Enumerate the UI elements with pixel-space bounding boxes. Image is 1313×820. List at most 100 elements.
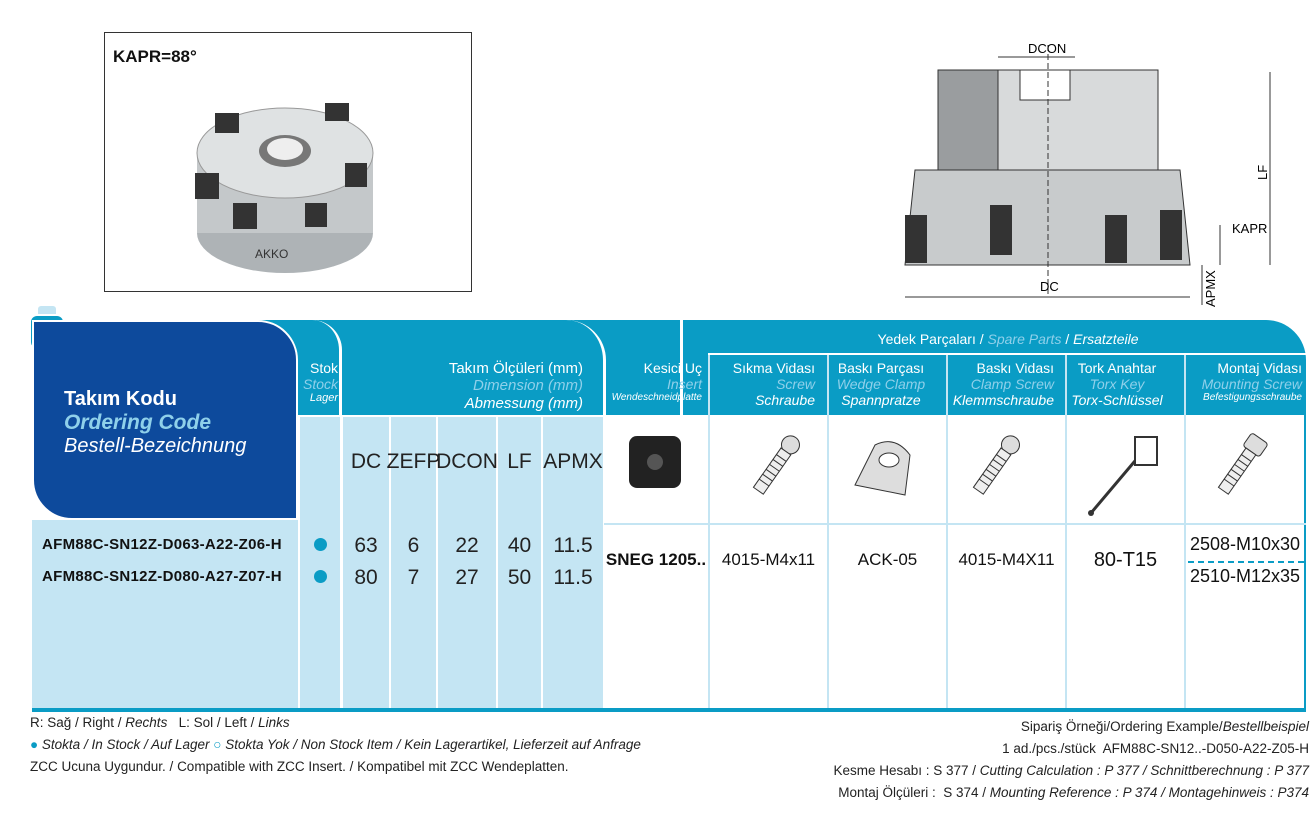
mounting-screw-value: 2510-M12x35: [1189, 566, 1301, 586]
stock-en: Stock: [302, 376, 338, 393]
h-en: Torx Key: [1089, 376, 1145, 393]
divider: [1065, 355, 1067, 708]
dc-value: 80: [354, 566, 378, 589]
h-tr: Baskı Vidası: [976, 360, 1054, 376]
divider: [1188, 561, 1304, 563]
divider: [1184, 355, 1186, 708]
dims-header-bg: [300, 320, 606, 415]
dims-header: Takım Ölçüleri (mm) Dimension (mm) Abmes…: [345, 360, 583, 412]
sep: /: [975, 331, 988, 347]
t: Rechts: [125, 715, 168, 730]
kapr-label: KAPR=88°: [113, 47, 197, 66]
in-stock-icon: [314, 570, 327, 583]
mounting-screw-value: 2508-M10x30: [1189, 534, 1301, 554]
insert-en: Insert: [666, 376, 702, 393]
spare-en: Spare Parts: [987, 331, 1062, 347]
wedge-value: ACK-05: [857, 550, 918, 569]
zefp-column-bg: [391, 417, 436, 708]
code-tr: Takım Kodu: [64, 388, 177, 410]
apmx-column-bg: [543, 417, 603, 708]
spare-header-bg: [680, 320, 1306, 415]
torx-key-icon: [1088, 436, 1158, 516]
t: Stokta / In Stock / Auf Lager: [41, 737, 210, 752]
apmx-value: 11.5: [553, 566, 593, 589]
dimension-diagram: DCON LF KAPR DC APMX: [904, 41, 1271, 307]
divider: [946, 355, 948, 708]
table-bottom-border: [32, 708, 1306, 712]
in-stock-icon: [314, 538, 327, 551]
lf-value: 40: [507, 534, 532, 557]
direction-legend: R: Sağ / Right / Rechts L: Sol / Left / …: [30, 715, 290, 730]
dims-tr: Takım Ölçüleri (mm): [448, 360, 583, 377]
h-en: Wedge Clamp: [836, 376, 926, 393]
dims-en: Dimension (mm): [472, 377, 583, 395]
zefp-value: 7: [407, 566, 420, 589]
brand-text: AKKO: [255, 247, 288, 261]
product-photo: KAPR=88° AKKO: [104, 32, 472, 292]
milling-cutter-photo: AKKO: [195, 103, 374, 273]
ordering-code: AFM88C-SN12Z-D063-A22-Z06-H: [42, 536, 282, 553]
divider: [1304, 415, 1306, 708]
apmx-value: 11.5: [553, 534, 593, 557]
insert-image: [629, 436, 681, 488]
spare-tr: Yedek Parçaları: [877, 331, 976, 347]
insert-header: Kesici Uç Insert Wendeschneidplatte: [606, 360, 702, 404]
divider: [708, 353, 1306, 355]
lf-value: 50: [507, 566, 532, 589]
dcon-value: 22: [455, 534, 479, 557]
col-dc: DC: [350, 450, 382, 473]
dcon-label: DCON: [1028, 41, 1066, 56]
t: Montaj Ölçüleri : S 374 /: [838, 785, 990, 800]
t: Sipariş Örneği/Ordering Example/: [1020, 719, 1223, 734]
screw-value: 4015-M4x11: [721, 550, 816, 569]
clamp-screw-value: 4015-M4X11: [958, 550, 1055, 569]
sep: /: [1061, 331, 1074, 347]
h-de: Schraube: [755, 392, 815, 409]
dc-column-bg: [343, 417, 389, 708]
cutting-calc-ref[interactable]: Kesme Hesabı : S 377 / Cutting Calculati…: [833, 763, 1309, 778]
t: L: Sol / Left /: [167, 715, 259, 730]
code-column-bg: [32, 520, 298, 708]
col-dcon: DCON: [436, 450, 498, 473]
kapr-diagram-label: KAPR: [1232, 221, 1267, 236]
t: Mounting Reference : P 374 / Montagehinw…: [989, 785, 1309, 800]
mounting-ref[interactable]: Montaj Ölçüleri : S 374 / Mounting Refer…: [838, 785, 1309, 800]
spare-parts-header: Yedek Parçaları / Spare Parts / Ersatzte…: [710, 331, 1306, 347]
h-de: Befestigungsschraube: [1203, 392, 1302, 404]
t: Kesme Hesabı : S 377 /: [833, 763, 980, 778]
code-en: Ordering Code: [64, 411, 212, 434]
wedge-clamp-icon: [854, 441, 911, 496]
stock-legend: ● Stokta / In Stock / Auf Lager ○ Stokta…: [30, 737, 641, 752]
col-lf: LF: [507, 450, 532, 473]
stock-tr: Stok: [309, 360, 338, 376]
h-tr: Baskı Parçası: [837, 360, 925, 376]
lf-column-bg: [498, 417, 541, 708]
dcon-column-bg: [438, 417, 496, 708]
h-de: Torx-Schlüssel: [1071, 392, 1163, 409]
stock-de: Lager: [309, 392, 338, 405]
zefp-value: 6: [407, 534, 420, 557]
stock-column-bg: [300, 417, 340, 708]
dcon-value: 27: [455, 566, 479, 589]
h-de: Spannpratze: [841, 392, 921, 409]
screw-icon: [752, 435, 800, 495]
code-de: Bestell-Bezeichnung: [64, 435, 247, 458]
lf-label: LF: [1255, 165, 1270, 180]
h-en: Mounting Screw: [1201, 376, 1302, 393]
t: Stokta Yok / Non Stock Item / Kein Lager…: [225, 737, 641, 752]
h-tr: Montaj Vidası: [1217, 360, 1302, 376]
h-tr: Sıkma Vidası: [732, 360, 815, 376]
code-header: Takım Kodu Ordering Code Bestell-Bezeich…: [32, 320, 298, 520]
col-apmx: APMX: [543, 450, 603, 473]
clamp-screw-icon: [972, 435, 1020, 495]
ordering-code: AFM88C-SN12Z-D080-A27-Z07-H: [42, 568, 282, 585]
t: Cutting Calculation : P 377 / Schnittber…: [979, 763, 1309, 778]
h-en: Screw: [776, 376, 815, 393]
h-tr: Tork Anahtar: [1077, 360, 1157, 376]
in-stock-icon: ●: [30, 737, 39, 752]
spare-de: Ersatzteile: [1073, 331, 1139, 347]
compatibility-note: ZCC Ucuna Uygundur. / Compatible with ZC…: [30, 759, 569, 774]
